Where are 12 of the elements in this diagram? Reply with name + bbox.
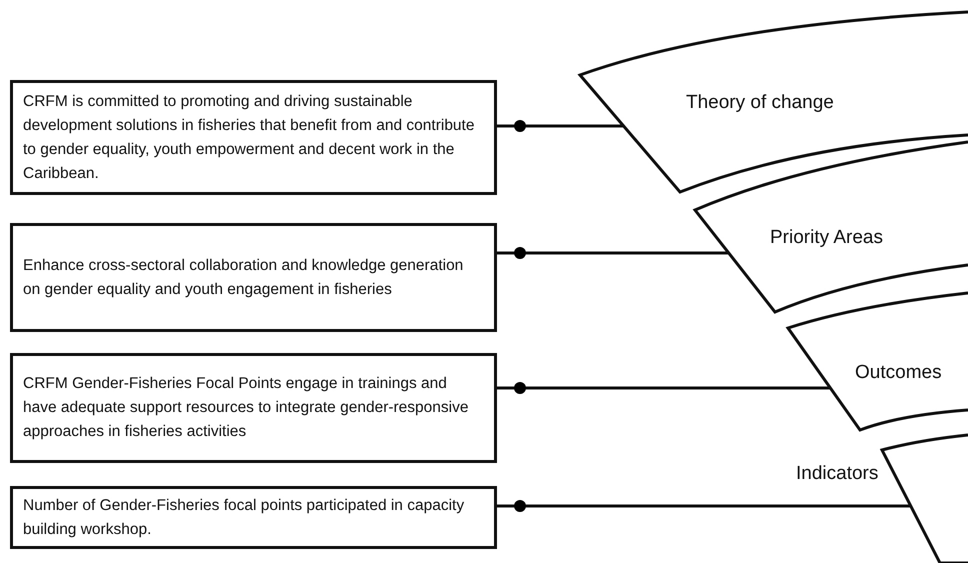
connector-line — [497, 247, 729, 259]
band-label: Outcomes — [855, 362, 942, 384]
connector-line — [497, 120, 624, 132]
statement-box: Number of Gender-Fisheries focal points participated in capacity building workshop. — [10, 486, 497, 549]
connector-line — [497, 382, 830, 394]
statement-box: CRFM Gender-Fisheries Focal Points engage in trainings and have adequate support resources to integrate gender-responsive approaches in fisheries activities — [10, 353, 497, 463]
band-label: Priority Areas — [770, 227, 883, 249]
band-label: Theory of change — [686, 92, 834, 114]
statement-box: CRFM is committed to promoting and driving sustainable development solutions in fisheries that benefit from and contribute to gender equality, youth empowerment and decent work in the Caribbean. — [10, 80, 497, 195]
connector-line — [497, 500, 911, 512]
band-label: Indicators — [796, 463, 878, 485]
statement-box: Enhance cross-sectoral collaboration and knowledge generation on gender equality and youth engagement in fisheries — [10, 223, 497, 332]
